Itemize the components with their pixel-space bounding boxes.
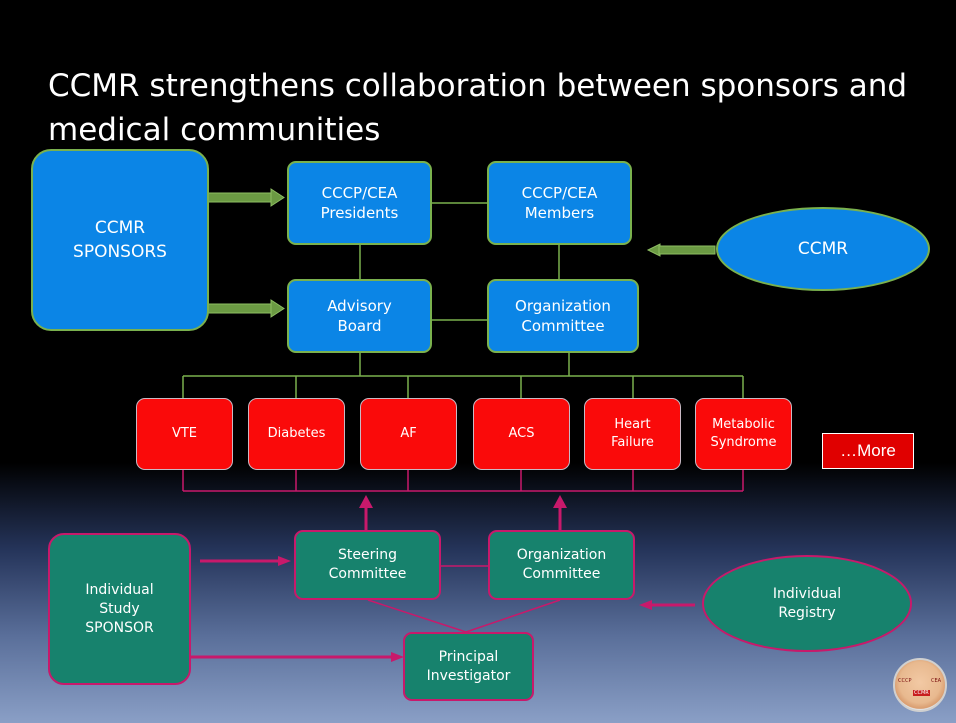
- logo-text-top: CCCP: [898, 678, 912, 684]
- disease-vte: VTE: [136, 398, 233, 470]
- organization-committee-bottom-box: Organization Committee: [488, 530, 635, 600]
- org-up-arrow: [553, 495, 567, 508]
- individual-registry-ellipse: Individual Registry: [702, 555, 912, 652]
- principal-investigator-box: Principal Investigator: [403, 632, 534, 701]
- individual-study-sponsor-box: Individual Study SPONSOR: [48, 533, 191, 685]
- more-box: …More: [822, 433, 914, 469]
- advisory-board-box: Advisory Board: [287, 279, 432, 353]
- ccmr-ellipse: CCMR: [716, 207, 930, 291]
- logo-text-right: CEA: [931, 678, 942, 684]
- sponsor-arrow-presidents: [207, 188, 285, 207]
- organization-committee-top-box: Organization Committee: [487, 279, 639, 353]
- steering-up-arrow: [359, 495, 373, 508]
- disease-diabetes: Diabetes: [248, 398, 345, 470]
- cccp-cea-presidents-box: CCCP/CEA Presidents: [287, 161, 432, 245]
- disease-metabolic-syndrome: Metabolic Syndrome: [695, 398, 792, 470]
- cccp-cea-members-box: CCCP/CEA Members: [487, 161, 632, 245]
- disease-af: AF: [360, 398, 457, 470]
- logo-text-center: CCMR: [913, 690, 930, 696]
- ccmr-sponsors-box: CCMR SPONSORS: [31, 149, 209, 331]
- sponsor-arrow-advisory: [207, 299, 285, 318]
- disease-acs: ACS: [473, 398, 570, 470]
- slide-title: CCMR strengthens collaboration between s…: [48, 68, 908, 148]
- steering-committee-box: Steering Committee: [294, 530, 441, 600]
- disease-heart-failure: Heart Failure: [584, 398, 681, 470]
- ccmr-arrow: [646, 243, 716, 257]
- ccmr-logo-icon: CCCP CEA CCMR: [893, 658, 947, 712]
